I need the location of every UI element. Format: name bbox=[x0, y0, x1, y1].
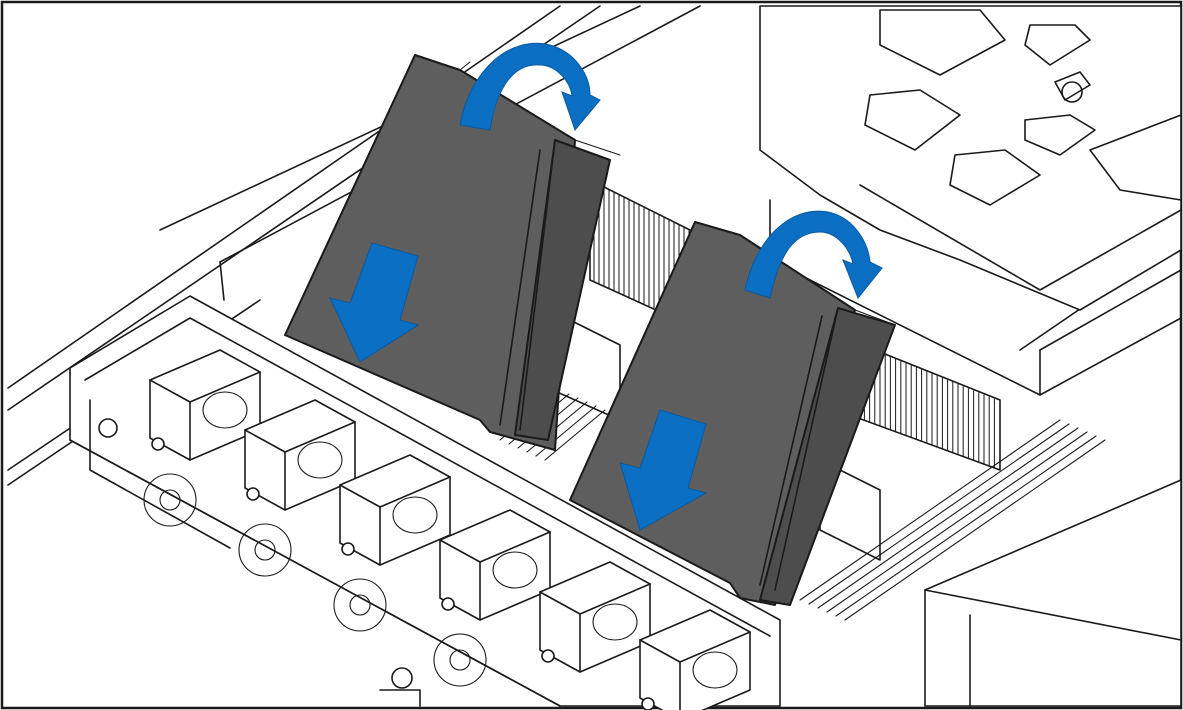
memory-modules bbox=[499, 389, 1106, 621]
fan-grille bbox=[333, 578, 387, 632]
fan-grille bbox=[433, 633, 487, 687]
cooling-fans bbox=[143, 349, 751, 710]
memory-module bbox=[808, 423, 1070, 605]
cooling-fan bbox=[143, 349, 261, 527]
memory-module bbox=[835, 435, 1097, 617]
rotate-arrow-icon bbox=[459, 42, 601, 132]
down-arrow-icon bbox=[619, 409, 708, 531]
cooling-fan bbox=[238, 399, 356, 577]
cooling-fan bbox=[639, 609, 751, 710]
rotate-arrow-icon bbox=[744, 210, 883, 299]
cooling-fan bbox=[433, 509, 551, 687]
air-shroud-right bbox=[569, 210, 896, 606]
memory-module bbox=[844, 439, 1106, 621]
server-chassis bbox=[7, 5, 1182, 707]
memory-module bbox=[817, 427, 1079, 609]
cooling-fan bbox=[539, 561, 651, 673]
memory-module bbox=[544, 409, 606, 461]
memory-module bbox=[799, 419, 1061, 601]
fan-grille bbox=[143, 473, 197, 527]
down-arrow-icon bbox=[329, 242, 420, 363]
fan-grille bbox=[238, 523, 292, 577]
memory-module bbox=[826, 431, 1088, 613]
air-shroud-left bbox=[284, 42, 621, 451]
